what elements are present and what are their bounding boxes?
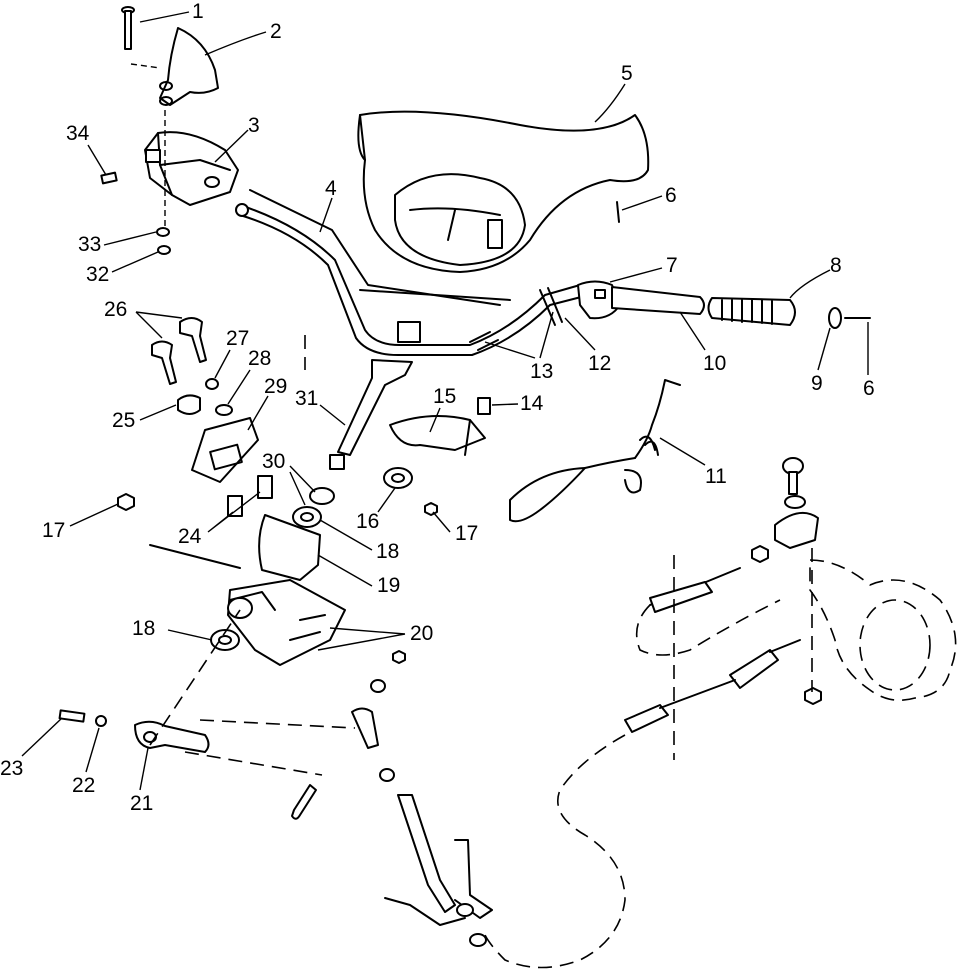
- part-arm-bolt: [58, 709, 86, 723]
- part-clamp-bracket: [130, 27, 219, 106]
- callout-12: 12: [588, 352, 611, 375]
- part-carburetor-outline: [809, 559, 957, 701]
- callout-8: 8: [830, 254, 842, 277]
- part-steering-arm: [134, 720, 210, 753]
- part-post-nut: [383, 467, 413, 489]
- part-spacer-b: [257, 475, 273, 499]
- callout-13: 13: [530, 360, 553, 383]
- part-bolts: [151, 317, 207, 385]
- callout-33: 33: [78, 233, 101, 256]
- callout-26: 26: [104, 298, 127, 321]
- part-handlebar: [235, 189, 586, 356]
- part-post-cover: [389, 415, 486, 456]
- callout-30: 30: [262, 450, 285, 473]
- callout-22: 22: [72, 774, 95, 797]
- part-grip: [707, 297, 796, 326]
- callout-24: 24: [178, 525, 202, 548]
- callout-29: 29: [264, 375, 287, 398]
- part-pad-screw: [616, 201, 620, 223]
- part-cable-ties-2: [469, 331, 499, 351]
- part-pin: [121, 6, 135, 50]
- callout-25: 25: [112, 409, 135, 432]
- part-ring: [205, 378, 219, 390]
- callout-31: 31: [295, 387, 318, 410]
- part-cover-bolt: [477, 397, 491, 415]
- callout-23: 23: [0, 757, 23, 780]
- callout-4: 4: [325, 177, 337, 200]
- part-washer: [156, 227, 170, 237]
- callout-11: 11: [705, 465, 727, 488]
- routing-lines: [149, 335, 813, 969]
- callout-32: 32: [86, 263, 109, 286]
- part-end-plug: [828, 307, 842, 329]
- callout-34: 34: [66, 122, 90, 145]
- callout-10: 10: [703, 352, 726, 375]
- part-bushing-lower: [210, 629, 240, 651]
- callout-21: 21: [130, 792, 153, 815]
- part-nut: [157, 245, 171, 255]
- part-drawings: [58, 6, 957, 969]
- part-throttle-cable: [624, 457, 822, 733]
- callout-9: 9: [811, 372, 823, 395]
- callout-28: 28: [248, 347, 271, 370]
- part-bushing-upper: [292, 506, 322, 528]
- part-nut-center: [424, 502, 438, 516]
- part-nut-left: [117, 493, 135, 511]
- callout-2: 2: [270, 20, 282, 43]
- callout-19: 19: [377, 574, 400, 597]
- part-spacer-a: [227, 495, 243, 517]
- part-washer-post: [309, 487, 335, 505]
- callout-1: 1: [192, 0, 204, 23]
- callout-20: 20: [410, 622, 433, 645]
- part-steering-mount: [149, 514, 346, 666]
- part-handlebar-pad: [357, 110, 650, 273]
- callout-7: 7: [666, 254, 678, 277]
- part-cap: [177, 394, 201, 415]
- part-grip-tube: [611, 286, 705, 315]
- part-plate: [191, 417, 259, 483]
- callout-18: 18: [132, 617, 155, 640]
- callout-labels: 1 2 3 34 33 32 4 5 6 7 8 9 6 10 12 13 11: [0, 0, 875, 815]
- callout-15: 15: [433, 385, 456, 408]
- callout-27: 27: [226, 327, 249, 350]
- part-tether-lanyard: [509, 379, 681, 523]
- callout-17: 17: [42, 519, 65, 542]
- callout-6: 6: [665, 184, 677, 207]
- callout-17: 17: [455, 522, 478, 545]
- callout-6: 6: [863, 377, 875, 400]
- callout-5: 5: [621, 62, 633, 85]
- callout-16: 16: [356, 510, 379, 533]
- part-tie-rod: [291, 650, 493, 947]
- part-arm-washer: [95, 715, 107, 727]
- part-switch-housing: [144, 110, 239, 230]
- callout-14: 14: [520, 392, 544, 415]
- part-steering-post: [329, 359, 413, 470]
- part-washer-small: [215, 404, 233, 416]
- part-cable-ties: [539, 287, 563, 326]
- callout-3: 3: [248, 114, 260, 137]
- part-small-screw: [100, 171, 118, 185]
- callout-18: 18: [376, 540, 399, 563]
